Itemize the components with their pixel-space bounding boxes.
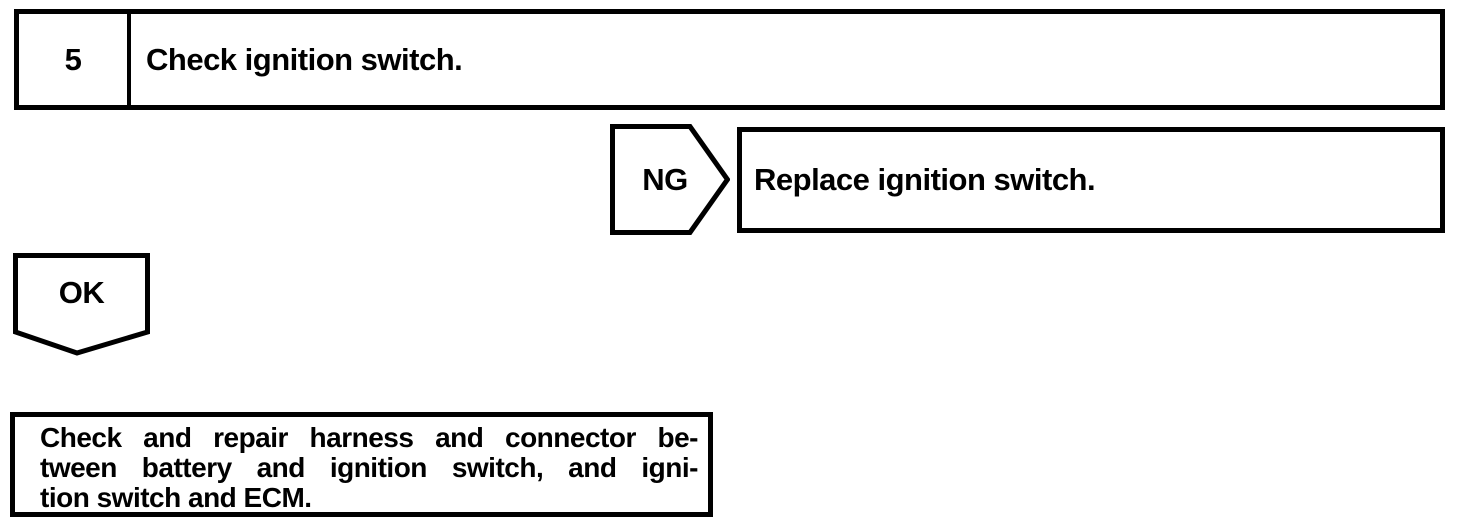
repair-instruction-line: tion switch and ECM. — [40, 482, 312, 513]
ng-connector: NG — [610, 124, 730, 235]
step-box: 5 Check ignition switch. — [14, 9, 1445, 110]
ng-action-text: Replace ignition switch. — [754, 162, 1096, 197]
ok-label: OK — [58, 275, 105, 310]
ok-connector: OK — [13, 253, 150, 356]
repair-instruction-line: Check and repair harness and connector b… — [40, 422, 699, 453]
step-instruction: Check ignition switch. — [146, 41, 463, 77]
ok-pentagon-down-icon — [13, 253, 150, 356]
ng-label: NG — [642, 161, 688, 197]
ng-action-box: Replace ignition switch. — [737, 127, 1445, 233]
repair-instruction-line: tween battery and ignition switch, and i… — [40, 452, 699, 483]
ng-pentagon-right-icon — [610, 124, 730, 235]
step-number-cell: 5 — [19, 14, 131, 105]
repair-instruction-box: Check and repair harness and connector b… — [10, 412, 713, 517]
